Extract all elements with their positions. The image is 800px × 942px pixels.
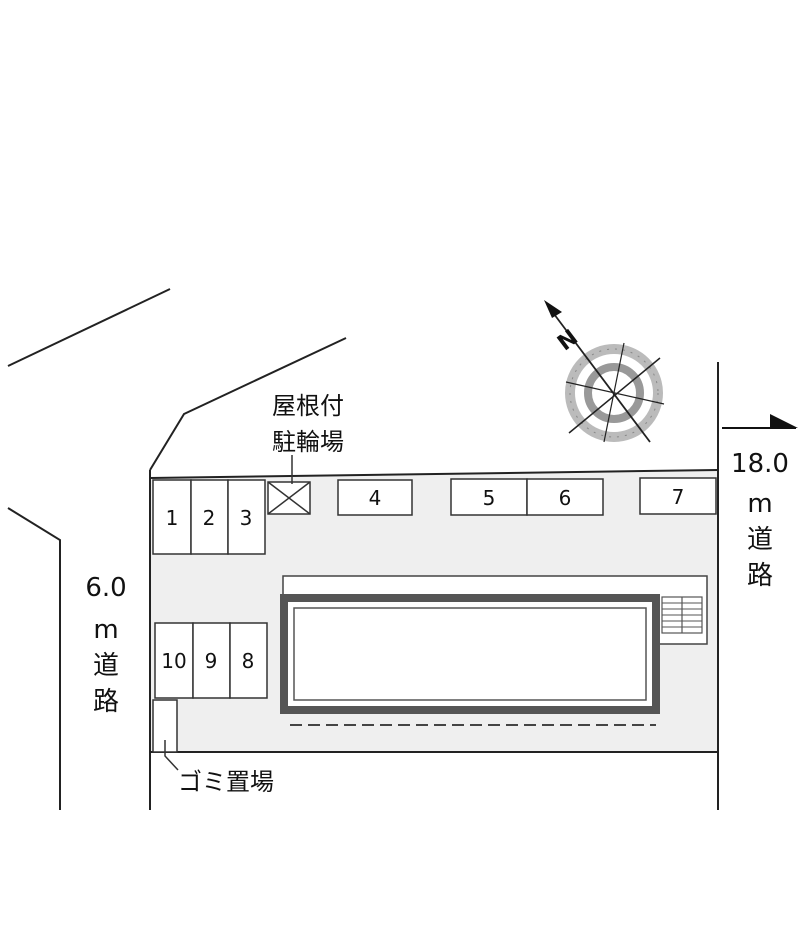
stairs-icon: [661, 596, 703, 634]
parking-space-7-label: 7: [672, 485, 685, 509]
right-road-unit: m: [747, 489, 772, 519]
compass-north-axis: [547, 305, 651, 443]
parking-space-6: [526, 478, 604, 516]
left-road-char2: 路: [93, 687, 119, 717]
building-inner: [293, 607, 647, 701]
parking-block-1-3: 1 2 3: [152, 479, 266, 555]
parking-space-3: [227, 479, 266, 555]
parking-space-5: [450, 478, 528, 516]
right-road-char2: 路: [747, 561, 773, 591]
left-road-char1: 道: [93, 651, 119, 681]
parking-space-4-label: 4: [369, 486, 382, 510]
compass-east-west-axis: [568, 357, 661, 434]
parking-space-10-label: 10: [161, 649, 186, 673]
parking-space-8: [229, 622, 268, 699]
parking-space-7: [639, 477, 717, 515]
right-road-width: 18.0: [731, 449, 789, 479]
left-road-edge: [7, 507, 61, 810]
building: [280, 575, 708, 726]
right-road-arrow-head: [770, 414, 798, 428]
bike-parking-label-line1: 屋根付: [272, 392, 344, 420]
covered-bike-parking: 屋根付 駐輪場: [267, 392, 344, 515]
parking-space-4: [337, 479, 413, 516]
parking-space-3-label: 3: [240, 506, 253, 530]
compass-north-label: N: [553, 325, 583, 356]
parking-block-8-10: 10 9 8: [154, 622, 268, 699]
parking-space-5-label: 5: [483, 486, 496, 510]
parking-space-2: [190, 479, 229, 555]
lot-top-edge: [149, 469, 719, 479]
garbage-label: ゴミ置場: [178, 768, 274, 796]
right-road-label: 18.0 m 道 路: [731, 449, 789, 591]
parking-space-9: [192, 622, 231, 699]
site-boundary-line: [149, 337, 347, 471]
garbage-leader-line: [164, 740, 179, 771]
parking-space-10: [154, 622, 194, 699]
bike-parking-label-line2: 駐輪場: [272, 428, 344, 456]
parking-space-9-label: 9: [205, 649, 218, 673]
right-road-char1: 道: [747, 525, 773, 555]
compass-rose-icon: N: [544, 300, 665, 443]
parking-space-1-label: 1: [166, 506, 179, 530]
bike-parking-cross-b: [267, 481, 311, 515]
left-road-width: 6.0: [85, 573, 126, 603]
neighbor-boundary-line: [7, 288, 171, 367]
parking-space-2-label: 2: [203, 506, 216, 530]
left-road-label: 6.0 m 道 路: [85, 573, 126, 717]
compass-north-arrowhead: [544, 300, 562, 318]
garbage-area: ゴミ置場: [152, 699, 274, 796]
parking-space-6-label: 6: [559, 486, 572, 510]
left-road-unit: m: [93, 615, 118, 645]
parking-space-8-label: 8: [242, 649, 255, 673]
